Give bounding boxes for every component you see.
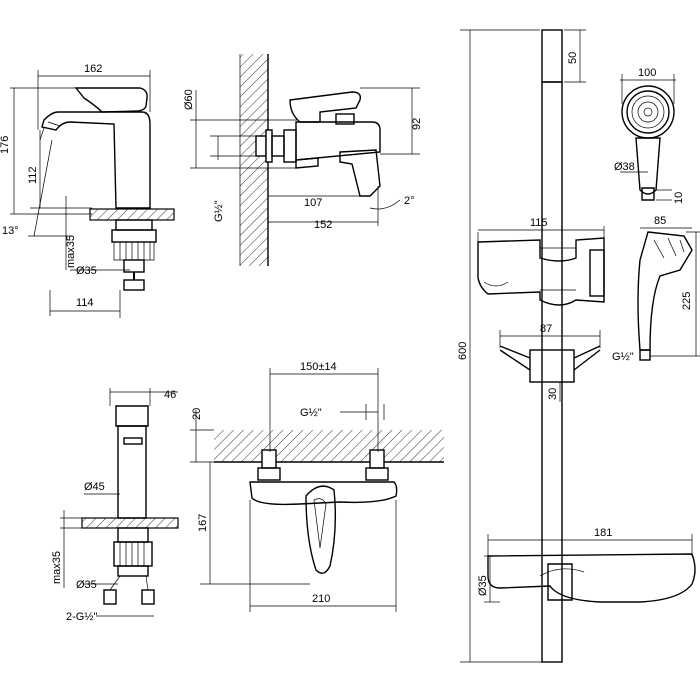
head-225-label: 225 xyxy=(681,292,693,310)
wall-20-label: 20 xyxy=(191,408,203,420)
bar-87-label: 87 xyxy=(540,323,552,335)
bath-92-label: 92 xyxy=(411,118,423,130)
bar-50-label: 50 xyxy=(567,52,579,64)
basin-height-label: 176 xyxy=(0,136,11,154)
head-thread-label: G½" xyxy=(612,351,634,363)
head-100-label: 100 xyxy=(638,67,656,79)
bath-thread-label: G½" xyxy=(213,200,225,222)
basin-mixer-drawing: 162 176 112 13° max35 Ø35 114 xyxy=(0,63,175,318)
basin-spout-height-label: 112 xyxy=(27,166,39,184)
basin-width-label: 162 xyxy=(84,63,102,75)
wall-167-label: 167 xyxy=(197,514,209,532)
head-d38-label: Ø38 xyxy=(614,161,635,173)
wall-mixer-drawing: 150±14 G½" 20 167 210 xyxy=(190,361,444,612)
mini-max-label: max35 xyxy=(51,551,63,584)
basin-reach-label: 114 xyxy=(76,297,94,309)
mini-46-label: 46 xyxy=(164,389,176,401)
mini-basin-mixer-drawing: 46 Ø45 max35 Ø35 2-G½" xyxy=(51,388,179,623)
shower-bar-drawing: 50 600 115 87 30 181 Ø35 xyxy=(457,29,696,663)
bar-181-label: 181 xyxy=(594,527,612,539)
head-85-label: 85 xyxy=(654,215,666,227)
basin-max-label: max35 xyxy=(65,235,77,268)
bath-107-label: 107 xyxy=(304,197,322,209)
wall-thread-label: G½" xyxy=(300,407,322,419)
wall-210-label: 210 xyxy=(312,593,330,605)
wall-150-label: 150±14 xyxy=(300,361,337,373)
bath-152-label: 152 xyxy=(314,219,332,231)
basin-angle-label: 13° xyxy=(2,225,19,237)
bar-30-label: 30 xyxy=(547,388,559,400)
mini-d35-label: Ø35 xyxy=(76,579,97,591)
bar-600-label: 600 xyxy=(457,342,469,360)
mini-thread-label: 2-G½" xyxy=(66,611,98,623)
bar-d35-label: Ø35 xyxy=(477,575,489,596)
basin-diameter-label: Ø35 xyxy=(76,265,97,277)
bath-d60-label: Ø60 xyxy=(183,89,195,110)
bath-mixer-drawing: Ø60 G½" 107 152 92 2° xyxy=(183,54,423,266)
mini-d45-label: Ø45 xyxy=(84,481,105,493)
bath-angle-label: 2° xyxy=(404,195,415,207)
head-10-label: 10 xyxy=(673,192,685,204)
bar-115-label: 115 xyxy=(530,217,548,229)
hand-shower-drawing: 100 Ø38 10 85 225 G½" xyxy=(612,67,700,363)
